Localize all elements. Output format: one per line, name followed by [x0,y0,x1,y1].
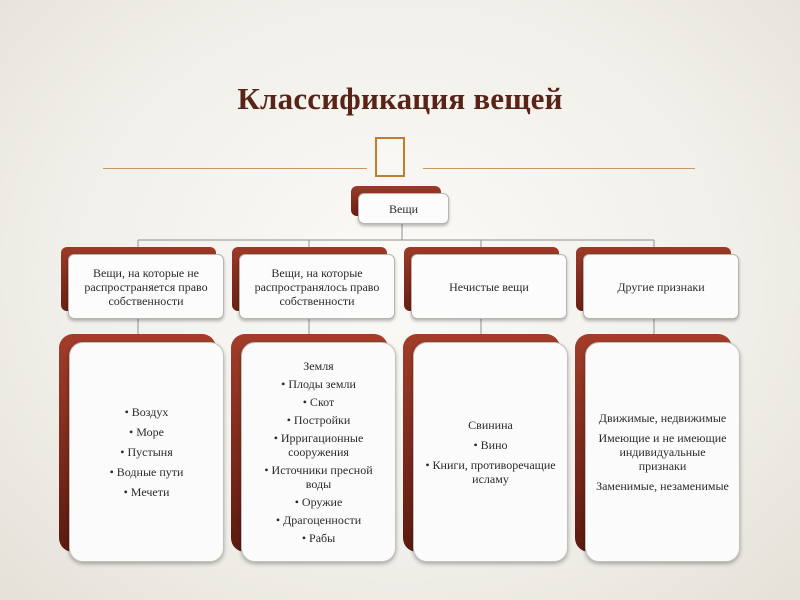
list-item: • Водные пути [109,465,184,479]
list-item: • Рабы [301,531,336,545]
category-node-4: Другие признаки [576,247,739,319]
root-node: Вещи [351,186,449,224]
list-item: • Ирригационные сооружения [273,431,364,459]
category-node-2: Вещи, на которые распространялось право … [232,247,395,319]
list-item: • Скот [302,395,335,409]
category-details-3: Свинина • Вино • Книги, противоречащие и… [403,334,568,562]
category-details-2: Земля • Плоды земли • Скот • Постройки •… [231,334,396,562]
list-item: • Книги, противоречащие исламу [425,458,556,486]
title-rule-left [103,168,367,169]
slide-title: Классификация вещей [237,81,563,116]
category-label: Другие признаки [583,254,739,319]
list-item: • Воздух [124,405,169,419]
root-node-label: Вещи [358,193,449,224]
category-label: Вещи, на которые распространялось право … [239,254,395,319]
list-item: • Плоды земли [281,377,356,391]
category-label: Нечистые вещи [411,254,567,319]
list-item: • Море [129,425,164,439]
category-details-4: Движимые, недвижимые Имеющие и не имеющи… [575,334,740,562]
list-item: Имеющие и не имеющие индивидуальные приз… [598,431,727,473]
details-list: • Воздух • Море • Пустыня • Водные пути … [69,342,224,562]
list-item: • Вино [473,438,508,452]
list-item: • Источники пресной воды [264,463,373,491]
list-item: • Постройки [286,413,351,427]
list-item: Движимые, недвижимые [598,411,727,425]
category-node-1: Вещи, на которые не распространяется пра… [61,247,224,319]
details-list: Земля • Плоды земли • Скот • Постройки •… [241,342,396,562]
list-item: Свинина [468,418,513,432]
category-details-1: • Воздух • Море • Пустыня • Водные пути … [59,334,224,562]
list-item: • Пустыня [120,445,173,459]
category-label: Вещи, на которые не распространяется пра… [68,254,224,319]
details-list: Свинина • Вино • Книги, противоречащие и… [413,342,568,562]
ornament-icon [375,137,405,177]
title-rule-right [423,168,695,169]
list-item: • Драгоценности [275,513,362,527]
list-item: Земля [303,359,334,373]
list-item: • Оружие [294,495,343,509]
list-item: • Мечети [123,485,170,499]
details-list: Движимые, недвижимые Имеющие и не имеющи… [585,342,740,562]
category-node-3: Нечистые вещи [404,247,567,319]
list-item: Заменимые, незаменимые [596,479,729,493]
